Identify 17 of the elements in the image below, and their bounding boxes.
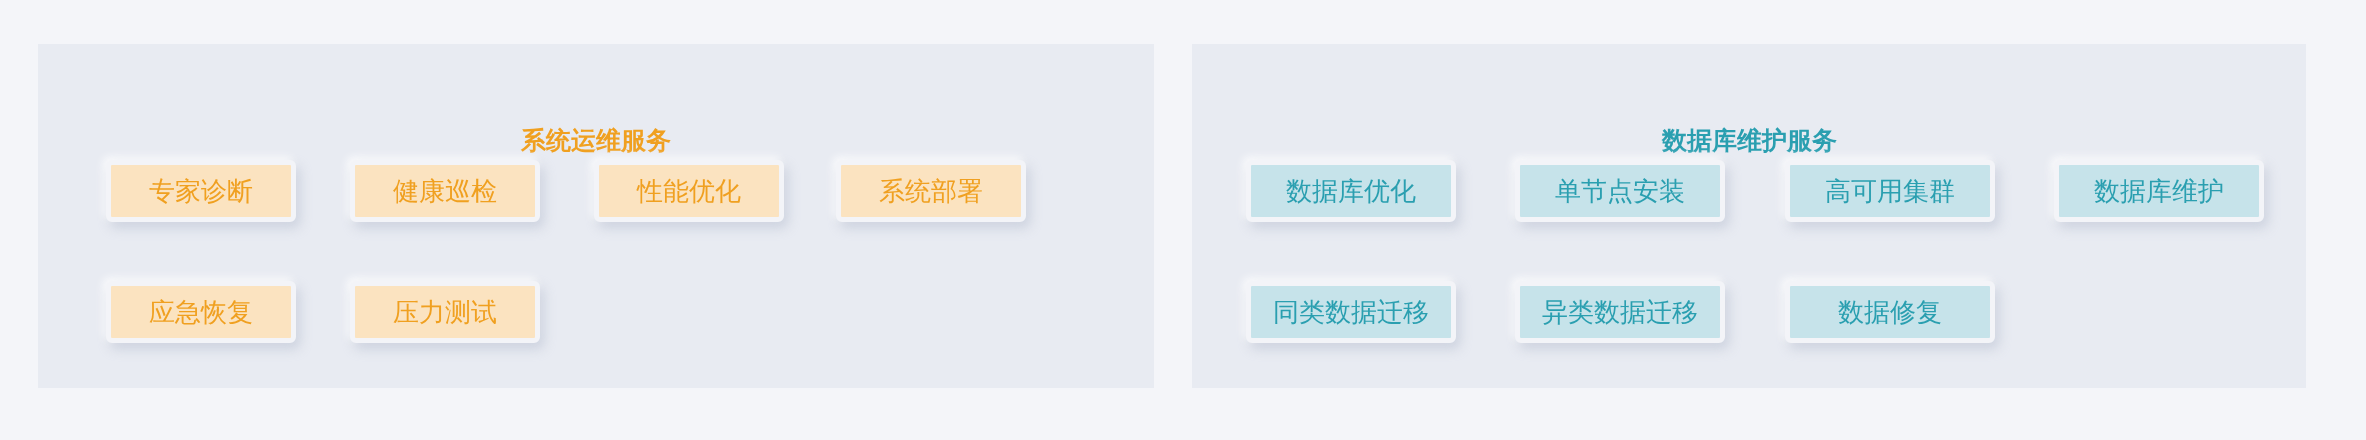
service-tag: 数据修复 bbox=[1785, 281, 1995, 343]
service-tag: 高可用集群 bbox=[1785, 160, 1995, 222]
service-tag: 压力测试 bbox=[350, 281, 540, 343]
service-panel bbox=[1192, 44, 2306, 388]
service-panel bbox=[38, 44, 1154, 388]
service-tag: 性能优化 bbox=[594, 160, 784, 222]
service-tag: 专家诊断 bbox=[106, 160, 296, 222]
service-tag: 同类数据迁移 bbox=[1246, 281, 1456, 343]
service-tag: 异类数据迁移 bbox=[1515, 281, 1725, 343]
service-tag: 单节点安装 bbox=[1515, 160, 1725, 222]
service-tag: 应急恢复 bbox=[106, 281, 296, 343]
panel-title: 数据库维护服务 bbox=[1660, 125, 1838, 157]
panel-title: 系统运维服务 bbox=[520, 125, 672, 157]
service-tag: 健康巡检 bbox=[350, 160, 540, 222]
service-tag: 数据库维护 bbox=[2054, 160, 2264, 222]
service-tag: 系统部署 bbox=[836, 160, 1026, 222]
service-tag: 数据库优化 bbox=[1246, 160, 1456, 222]
